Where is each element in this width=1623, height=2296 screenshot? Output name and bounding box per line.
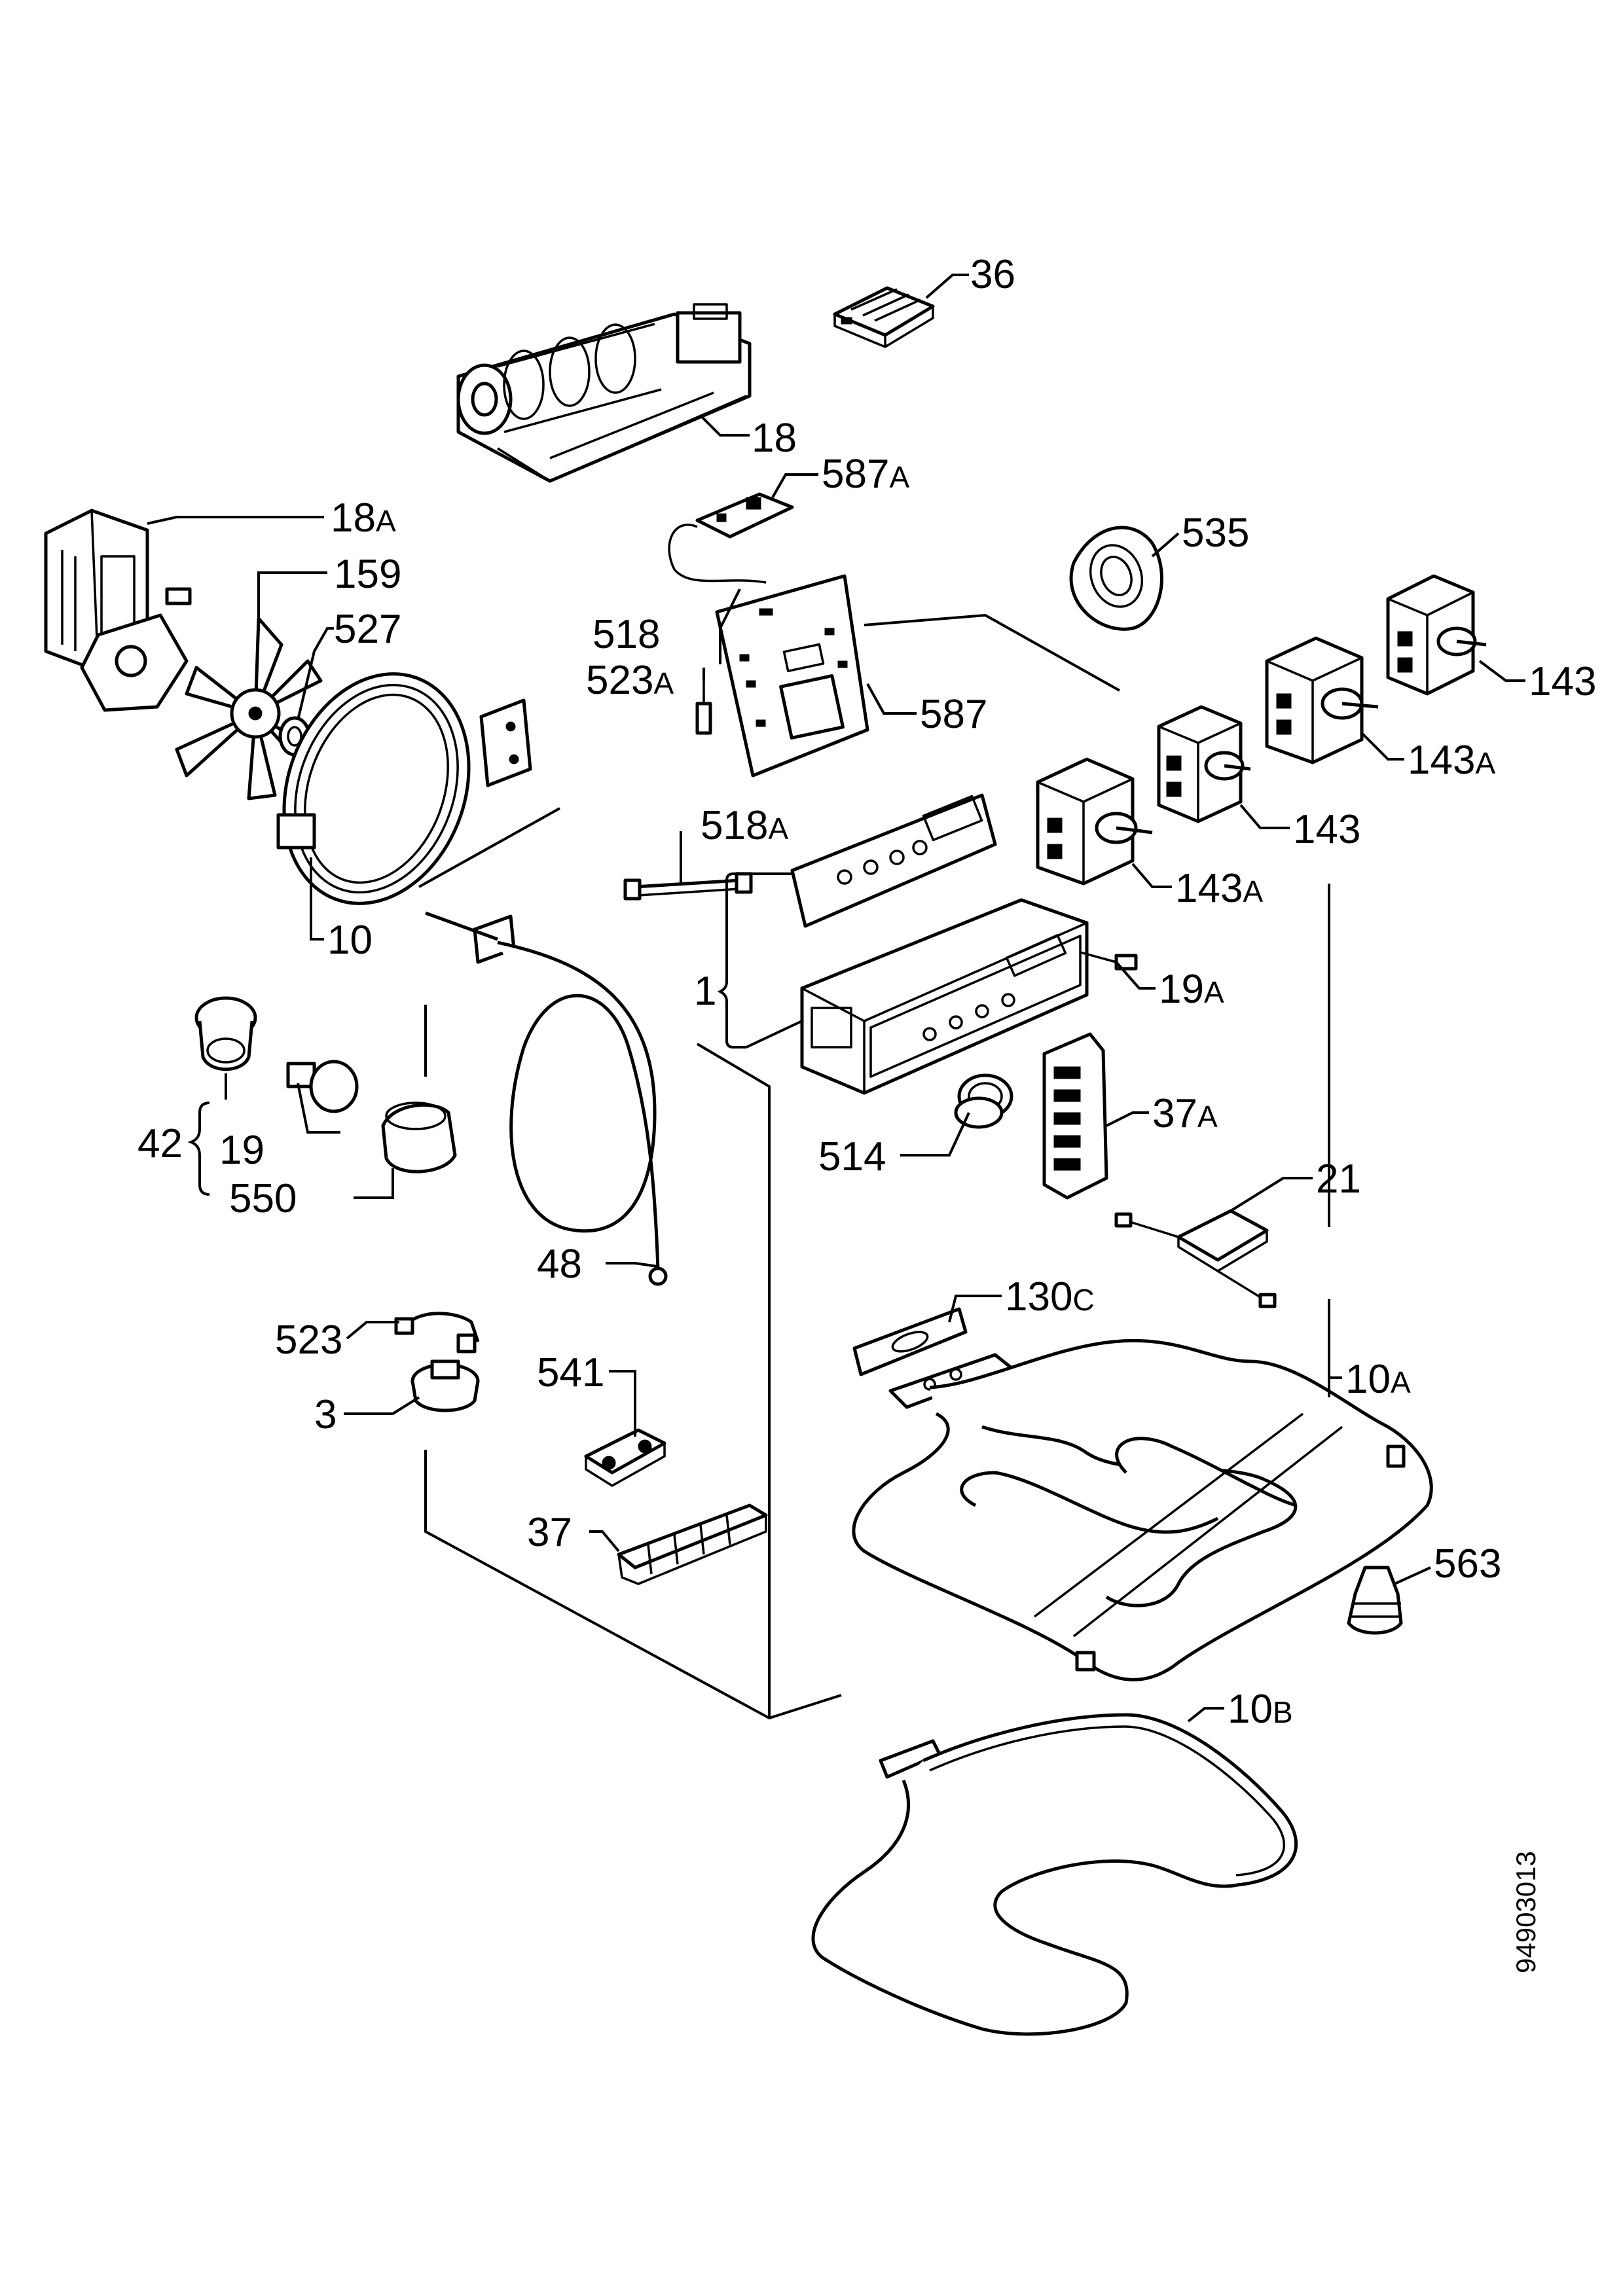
label-535: 535 — [1182, 511, 1249, 556]
part-labels: 36 18 587A 18A 159 527 535 518 523A 587 … — [137, 252, 1596, 1732]
label-143-middle: 143 — [1293, 807, 1360, 852]
part-10A-grill-element — [852, 1338, 1433, 1681]
label-143A-lower: 143A — [1175, 866, 1263, 911]
part-541-bracket — [584, 1428, 666, 1487]
label-48: 48 — [537, 1242, 582, 1287]
part-550-lamp-cover — [381, 1102, 457, 1174]
part-1-control-panel — [790, 793, 1089, 1095]
label-587A: 587A — [822, 452, 909, 497]
part-563-foot — [1347, 1566, 1403, 1635]
part-10B-bottom-element — [811, 1713, 1298, 2036]
document-number: 94903013 — [1510, 1851, 1541, 1973]
part-587-main-board — [715, 574, 869, 778]
label-143-top: 143 — [1529, 659, 1596, 704]
assembly-guide-lines — [418, 613, 1330, 1720]
part-143A-switch-lower — [1036, 757, 1153, 886]
part-143A-switch-upper — [1265, 636, 1379, 764]
part-514-grommet — [954, 1073, 1013, 1129]
label-541: 541 — [537, 1350, 604, 1395]
label-159: 159 — [334, 552, 401, 597]
part-523A-pin — [695, 681, 712, 735]
label-143A-upper: 143A — [1408, 738, 1495, 783]
part-42-lampholder — [194, 996, 257, 1071]
label-563: 563 — [1434, 1541, 1501, 1587]
label-37A: 37A — [1152, 1091, 1218, 1136]
part-18-tangential-fan — [456, 303, 752, 483]
part-535-knob-bezel — [1069, 526, 1163, 631]
label-36: 36 — [970, 252, 1015, 297]
label-21: 21 — [1316, 1157, 1361, 1202]
label-10A: 10A — [1345, 1357, 1411, 1402]
label-518: 518 — [593, 612, 660, 657]
label-527: 527 — [334, 607, 401, 652]
label-18A: 18A — [331, 495, 396, 541]
part-37A-terminal-strip — [1042, 1032, 1108, 1200]
leader-lines — [147, 274, 1525, 1723]
part-518A-cable — [623, 872, 753, 901]
part-143-switch-top — [1386, 574, 1487, 696]
label-10: 10 — [327, 918, 373, 963]
part-37-terminal-strip — [617, 1503, 768, 1585]
part-48-sensor-probe — [425, 911, 668, 1286]
label-10B: 10B — [1228, 1687, 1293, 1732]
part-19A-connector — [1080, 951, 1138, 971]
part-10-circular-element — [276, 672, 532, 905]
part-36-terminal-block — [833, 286, 935, 348]
label-587: 587 — [920, 692, 987, 737]
label-37: 37 — [527, 1510, 572, 1555]
label-523A: 523A — [586, 658, 674, 703]
part-19-bulb — [286, 1060, 359, 1113]
label-42: 42 — [137, 1121, 183, 1166]
part-3-thermostat — [410, 1359, 480, 1412]
label-130C: 130C — [1005, 1274, 1095, 1319]
label-19: 19 — [219, 1128, 264, 1173]
part-143-switch-middle — [1157, 705, 1251, 823]
label-550: 550 — [229, 1176, 297, 1221]
part-523-clip — [394, 1312, 480, 1354]
label-18: 18 — [752, 416, 797, 461]
label-523: 523 — [275, 1318, 342, 1363]
label-3: 3 — [314, 1392, 337, 1437]
label-518A: 518A — [701, 803, 788, 848]
label-1: 1 — [694, 969, 716, 1014]
part-587A-small-board — [668, 492, 794, 584]
label-19A: 19A — [1159, 967, 1224, 1012]
group-braces — [187, 872, 803, 1196]
part-21-thermal-fuse — [1114, 1209, 1277, 1308]
part-130C-gasket — [852, 1307, 968, 1376]
part-18A-motor — [44, 509, 192, 712]
label-514: 514 — [818, 1134, 886, 1179]
